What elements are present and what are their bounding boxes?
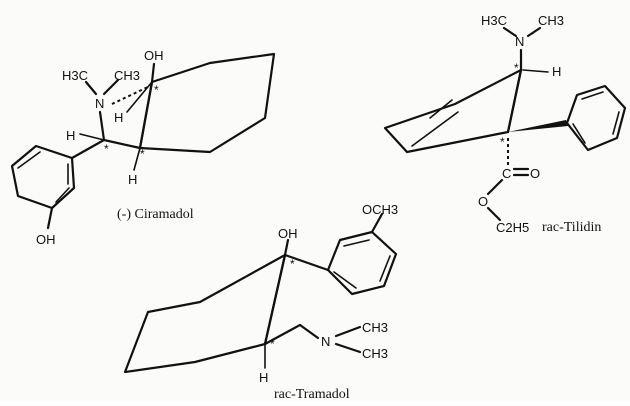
tramadol-n-methyl-lower: CH3 (362, 346, 388, 361)
ciramadol-n-methyl-right: CH3 (114, 68, 140, 83)
ciramadol-stereo-mark-3: * (140, 147, 145, 161)
tramadol-hydroxyl: OH (278, 226, 298, 241)
ciramadol-caption: (-) Ciramadol (117, 207, 194, 222)
tramadol-benzene-ring (326, 230, 398, 296)
ciramadol-ring-ring-bond (138, 80, 154, 150)
ciramadol-h-bond (126, 81, 153, 113)
ciramadol-h-lower: H (128, 172, 137, 187)
ciramadol-lower-h-bond (133, 147, 141, 171)
ciramadol-nitrogen: N (95, 96, 104, 111)
tramadol-n-methyl-lower-bond (334, 342, 362, 354)
tilidin-ring-back-bond (506, 68, 523, 134)
ciramadol-n-c-bond (98, 110, 106, 142)
ciramadol-benzene-ring (10, 144, 76, 210)
ciramadol-benzylic-h-bond (79, 133, 105, 141)
ciramadol-hydrogen-bond (111, 85, 151, 105)
ciramadol-oh-bond (150, 62, 156, 84)
tilidin-stereo-mark-2: * (500, 135, 505, 149)
ciramadol-stereo-mark-2: * (104, 142, 109, 156)
tramadol-methoxy: OCH3 (362, 202, 398, 217)
ciramadol-aryl-bond (70, 138, 106, 160)
tramadol-ch2-bond (263, 323, 302, 346)
tilidin-n-methyl-right-bond (526, 26, 542, 38)
tramadol-structure: OH OCH3 N CH3 CH3 H * * rac-Tramadol (123, 202, 398, 402)
tilidin-n-methyl-left: H3C (481, 13, 507, 28)
tramadol-benzene-inner (333, 239, 391, 289)
tilidin-n-methyl-left-bond (502, 26, 518, 38)
tilidin-ester-oxygen: O (478, 194, 488, 209)
tilidin-ethyl: C2H5 (496, 220, 529, 235)
ciramadol-h-benzylic: H (66, 128, 75, 143)
ciramadol-c-c-bond (102, 138, 142, 150)
tramadol-h-bottom: H (259, 370, 268, 385)
tilidin-carbonyl-carbon: C (502, 166, 511, 181)
ciramadol-stereo-mark-1: * (154, 83, 159, 97)
tilidin-carbonyl-oxygen: O (530, 166, 540, 181)
tilidin-stereo-mark-1: * (514, 61, 519, 75)
ciramadol-structure: H3C CH3 N OH H H H OH * * * (-) Ciramado… (10, 48, 276, 247)
tilidin-structure: H3C CH3 N H C O O C2H5 * * rac-Tilidin (383, 13, 627, 235)
ciramadol-phenol-bond (46, 206, 54, 230)
tilidin-caption: rac-Tilidin (542, 220, 601, 235)
tilidin-double-bond-inner (411, 111, 459, 147)
tilidin-ester-o-bond (486, 178, 504, 196)
tilidin-nitrogen: N (515, 34, 524, 49)
tramadol-methoxy-bond (370, 212, 384, 234)
tramadol-ch2-n-bond (298, 323, 320, 340)
tramadol-ring-cross-bond (263, 253, 287, 346)
ciramadol-h-ring: H (114, 110, 123, 125)
tramadol-stereo-mark-2: * (270, 337, 275, 351)
ciramadol-n-methyl-left: H3C (62, 68, 88, 83)
tilidin-double-bond-outer (429, 99, 453, 119)
tilidin-phenyl-wedge (508, 120, 568, 132)
tramadol-cyclohexane-ring (123, 253, 287, 374)
tramadol-nitrogen: N (321, 334, 330, 349)
ciramadol-hydroxyl-top: OH (144, 48, 164, 63)
tilidin-h-bond (522, 69, 549, 73)
tramadol-n-methyl-upper: CH3 (362, 320, 388, 335)
tramadol-aryl-bond (283, 253, 330, 272)
ciramadol-hydroxyl-phenol: OH (36, 232, 56, 247)
tilidin-ethyl-bond (486, 206, 502, 222)
ciramadol-n-methyl-left-bond (84, 80, 98, 96)
tramadol-oh-bond (283, 238, 290, 257)
tramadol-caption: rac-Tramadol (274, 387, 350, 401)
tramadol-stereo-mark-1: * (290, 257, 295, 271)
ciramadol-n-methyl-right-bond (102, 78, 120, 96)
ciramadol-cyclohexane-ring (138, 52, 276, 154)
tramadol-n-methyl-upper-bond (334, 325, 362, 338)
tilidin-phenyl-inner (572, 91, 620, 144)
ciramadol-benzene-inner (17, 151, 70, 203)
tilidin-h-top: H (552, 64, 561, 79)
tilidin-n-methyl-right: CH3 (538, 13, 564, 28)
tilidin-phenyl-ring (565, 84, 627, 152)
